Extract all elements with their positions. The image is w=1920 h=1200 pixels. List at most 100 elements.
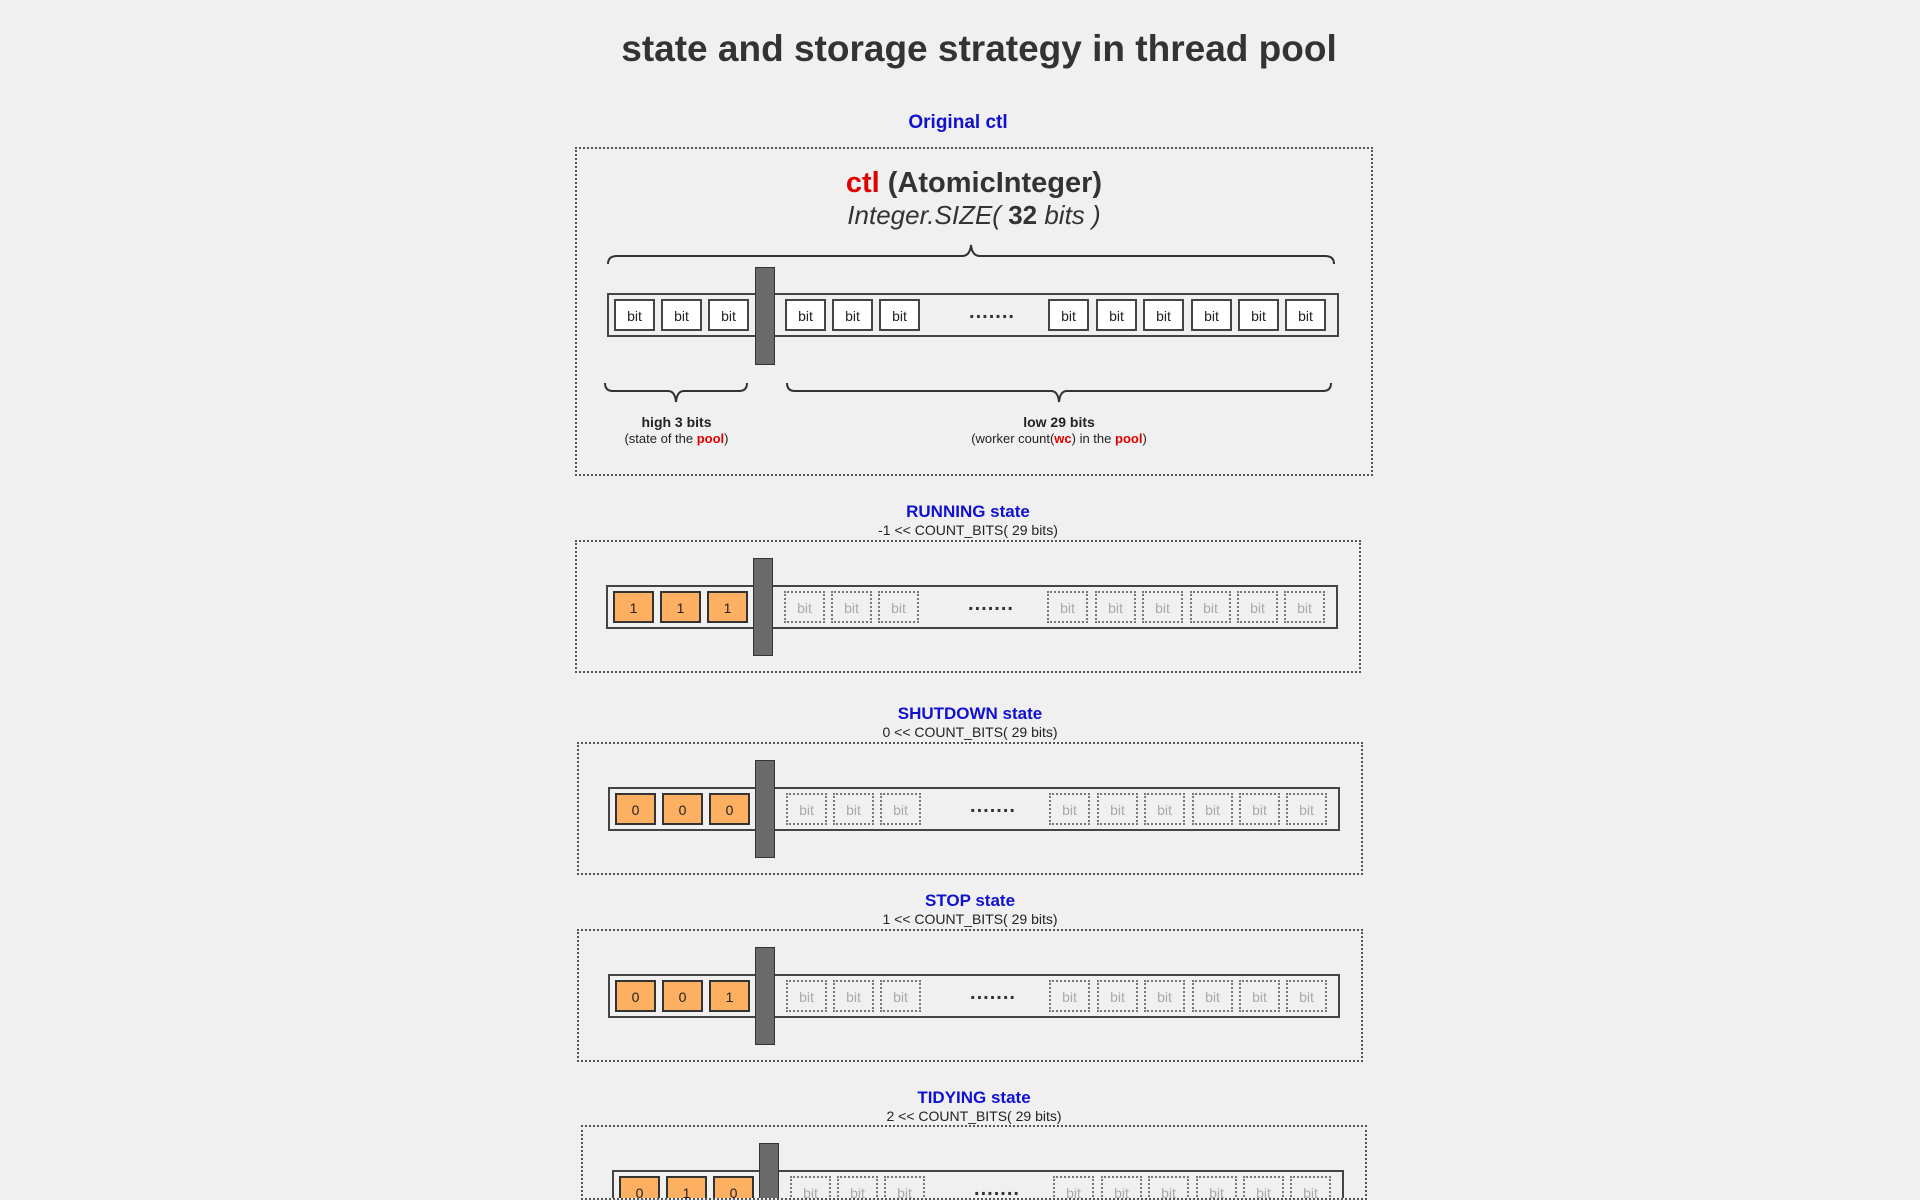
state-formula: 1 << COUNT_BITS( 29 bits)	[882, 911, 1058, 927]
state-formula: -1 << COUNT_BITS( 29 bits)	[878, 522, 1058, 538]
low-bits-title: low 29 bits	[1023, 414, 1095, 430]
state-formula: 0 << COUNT_BITS( 29 bits)	[882, 724, 1058, 740]
worker-bit-cell: bit	[880, 980, 921, 1012]
worker-bit-cell: bit	[1049, 793, 1090, 825]
worker-bit-cell: bit	[784, 591, 825, 623]
state-bit-cell: 0	[662, 980, 703, 1012]
state-heading: SHUTDOWN state	[897, 704, 1043, 723]
low-bit-cell: bit	[879, 299, 920, 331]
worker-bit-cell: bit	[1144, 980, 1185, 1012]
state-bit-cell: 1	[707, 591, 748, 623]
worker-bit-cell: bit	[1148, 1176, 1189, 1198]
worker-bit-cell: bit	[1290, 1176, 1331, 1198]
bits-ellipsis: .......	[970, 795, 1016, 817]
size-prefix: Integer.SIZE(	[847, 200, 1001, 230]
worker-bit-cell: bit	[1286, 980, 1327, 1012]
bits-ellipsis: .......	[970, 982, 1016, 1004]
low-desc-pool: pool	[1115, 431, 1143, 446]
register-divider	[753, 558, 773, 656]
high-desc-suffix: )	[724, 431, 729, 446]
original-ctl-panel: ctl (AtomicInteger) Integer.SIZE( 32 bit…	[575, 147, 1373, 476]
worker-bit-cell: bit	[1097, 793, 1138, 825]
ctl-title: ctl (AtomicInteger)	[577, 167, 1371, 200]
worker-bit-cell: bit	[1097, 980, 1138, 1012]
worker-bit-cell: bit	[1239, 980, 1280, 1012]
state-heading: TIDYING state	[917, 1088, 1031, 1107]
ctl-size: Integer.SIZE( 32 bits )	[577, 200, 1371, 231]
low-bit-cell: bit	[1048, 299, 1089, 331]
ctl-type: (AtomicInteger)	[887, 167, 1103, 199]
bits-ellipsis: .......	[969, 301, 1015, 323]
state-bit-cell: 0	[713, 1176, 754, 1198]
state-bit-cell: 1	[709, 980, 750, 1012]
worker-bit-cell: bit	[1286, 793, 1327, 825]
bits-ellipsis: .......	[968, 593, 1014, 615]
worker-bit-cell: bit	[1095, 591, 1136, 623]
worker-bit-cell: bit	[1192, 793, 1233, 825]
worker-bit-cell: bit	[786, 980, 827, 1012]
high-bits-label: high 3 bits (state of the pool)	[594, 414, 759, 447]
worker-bit-cell: bit	[786, 793, 827, 825]
state-bit-cell: 0	[709, 793, 750, 825]
worker-bit-cell: bit	[1142, 591, 1183, 623]
register-divider	[759, 1143, 779, 1198]
size-value: 32	[1008, 200, 1038, 230]
low-bit-cell: bit	[1238, 299, 1279, 331]
high-bit-cell: bit	[661, 299, 702, 331]
worker-bit-cell: bit	[1284, 591, 1325, 623]
state-heading: RUNNING state	[906, 502, 1030, 521]
state-bit-cell: 0	[615, 793, 656, 825]
state-bit-cell: 0	[619, 1176, 660, 1198]
state-formula: 2 << COUNT_BITS( 29 bits)	[886, 1108, 1062, 1124]
worker-bit-cell: bit	[884, 1176, 925, 1198]
register-divider	[755, 947, 775, 1045]
high-bit-cell: bit	[614, 299, 655, 331]
worker-bit-cell: bit	[790, 1176, 831, 1198]
low-bit-cell: bit	[1096, 299, 1137, 331]
low-bit-cell: bit	[832, 299, 873, 331]
original-ctl-heading: Original ctl	[908, 112, 1008, 133]
high-bit-cell: bit	[708, 299, 749, 331]
ctl-name: ctl	[845, 167, 880, 199]
worker-bit-cell: bit	[1047, 591, 1088, 623]
worker-bit-cell: bit	[831, 591, 872, 623]
low-bit-cell: bit	[785, 299, 826, 331]
worker-bit-cell: bit	[1243, 1176, 1284, 1198]
low-bits-brace	[786, 382, 1332, 403]
state-bit-cell: 1	[660, 591, 701, 623]
state-bit-cell: 1	[666, 1176, 707, 1198]
low-bit-cell: bit	[1285, 299, 1326, 331]
worker-bit-cell: bit	[878, 591, 919, 623]
worker-bit-cell: bit	[833, 793, 874, 825]
worker-bit-cell: bit	[1049, 980, 1090, 1012]
worker-bit-cell: bit	[833, 980, 874, 1012]
worker-bit-cell: bit	[1101, 1176, 1142, 1198]
bits-ellipsis: .......	[974, 1178, 1020, 1200]
worker-bit-cell: bit	[1053, 1176, 1094, 1198]
low-desc-suffix: )	[1142, 431, 1147, 446]
worker-bit-cell: bit	[1237, 591, 1278, 623]
worker-bit-cell: bit	[1190, 591, 1231, 623]
low-bit-cell: bit	[1143, 299, 1184, 331]
state-bit-cell: 1	[613, 591, 654, 623]
size-suffix: bits )	[1044, 200, 1101, 230]
worker-bit-cell: bit	[837, 1176, 878, 1198]
low-desc-prefix: (worker count(	[971, 431, 1055, 446]
worker-bit-cell: bit	[880, 793, 921, 825]
worker-bit-cell: bit	[1192, 980, 1233, 1012]
top-brace	[607, 244, 1335, 265]
worker-bit-cell: bit	[1196, 1176, 1237, 1198]
low-desc-mid: ) in the	[1071, 431, 1115, 446]
worker-bit-cell: bit	[1144, 793, 1185, 825]
worker-bit-cell: bit	[1239, 793, 1280, 825]
high-desc-pool: pool	[696, 431, 725, 446]
